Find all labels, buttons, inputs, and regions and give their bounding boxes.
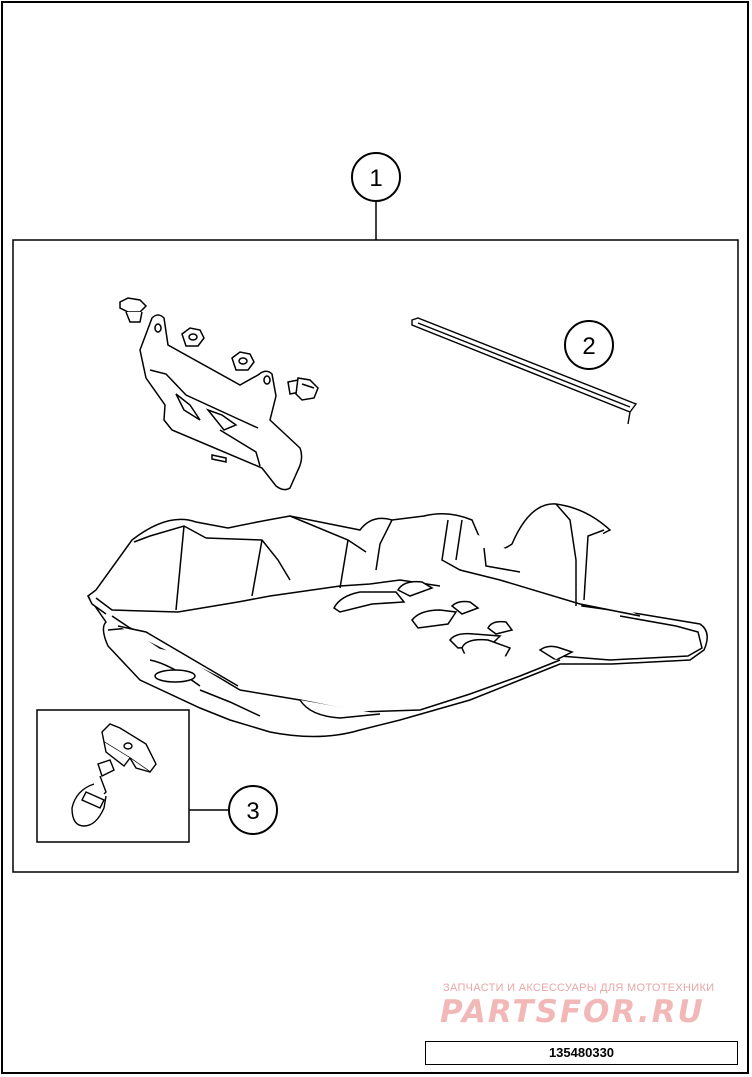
- callout-2[interactable]: 2: [564, 320, 614, 370]
- subkit-box: [36, 709, 190, 843]
- strip-part: [411, 317, 638, 425]
- mounting-bracket: [119, 297, 319, 491]
- watermark-logo: PARTSFOR.RU: [440, 994, 705, 1030]
- callout-1[interactable]: 1: [351, 152, 401, 240]
- skid-plate: [86, 503, 708, 738]
- diagram-code: 135480330: [425, 1041, 738, 1065]
- callout-3[interactable]: 3: [189, 785, 278, 835]
- watermark-tagline: ЗАПЧАСТИ И АКСЕССУАРЫ ДЛЯ МОТОТЕХНИКИ: [443, 982, 715, 994]
- callout-1-label: 1: [369, 165, 382, 192]
- callout-3-label: 3: [246, 798, 259, 825]
- callout-2-label: 2: [582, 333, 595, 360]
- fastener-clip: [71, 723, 157, 827]
